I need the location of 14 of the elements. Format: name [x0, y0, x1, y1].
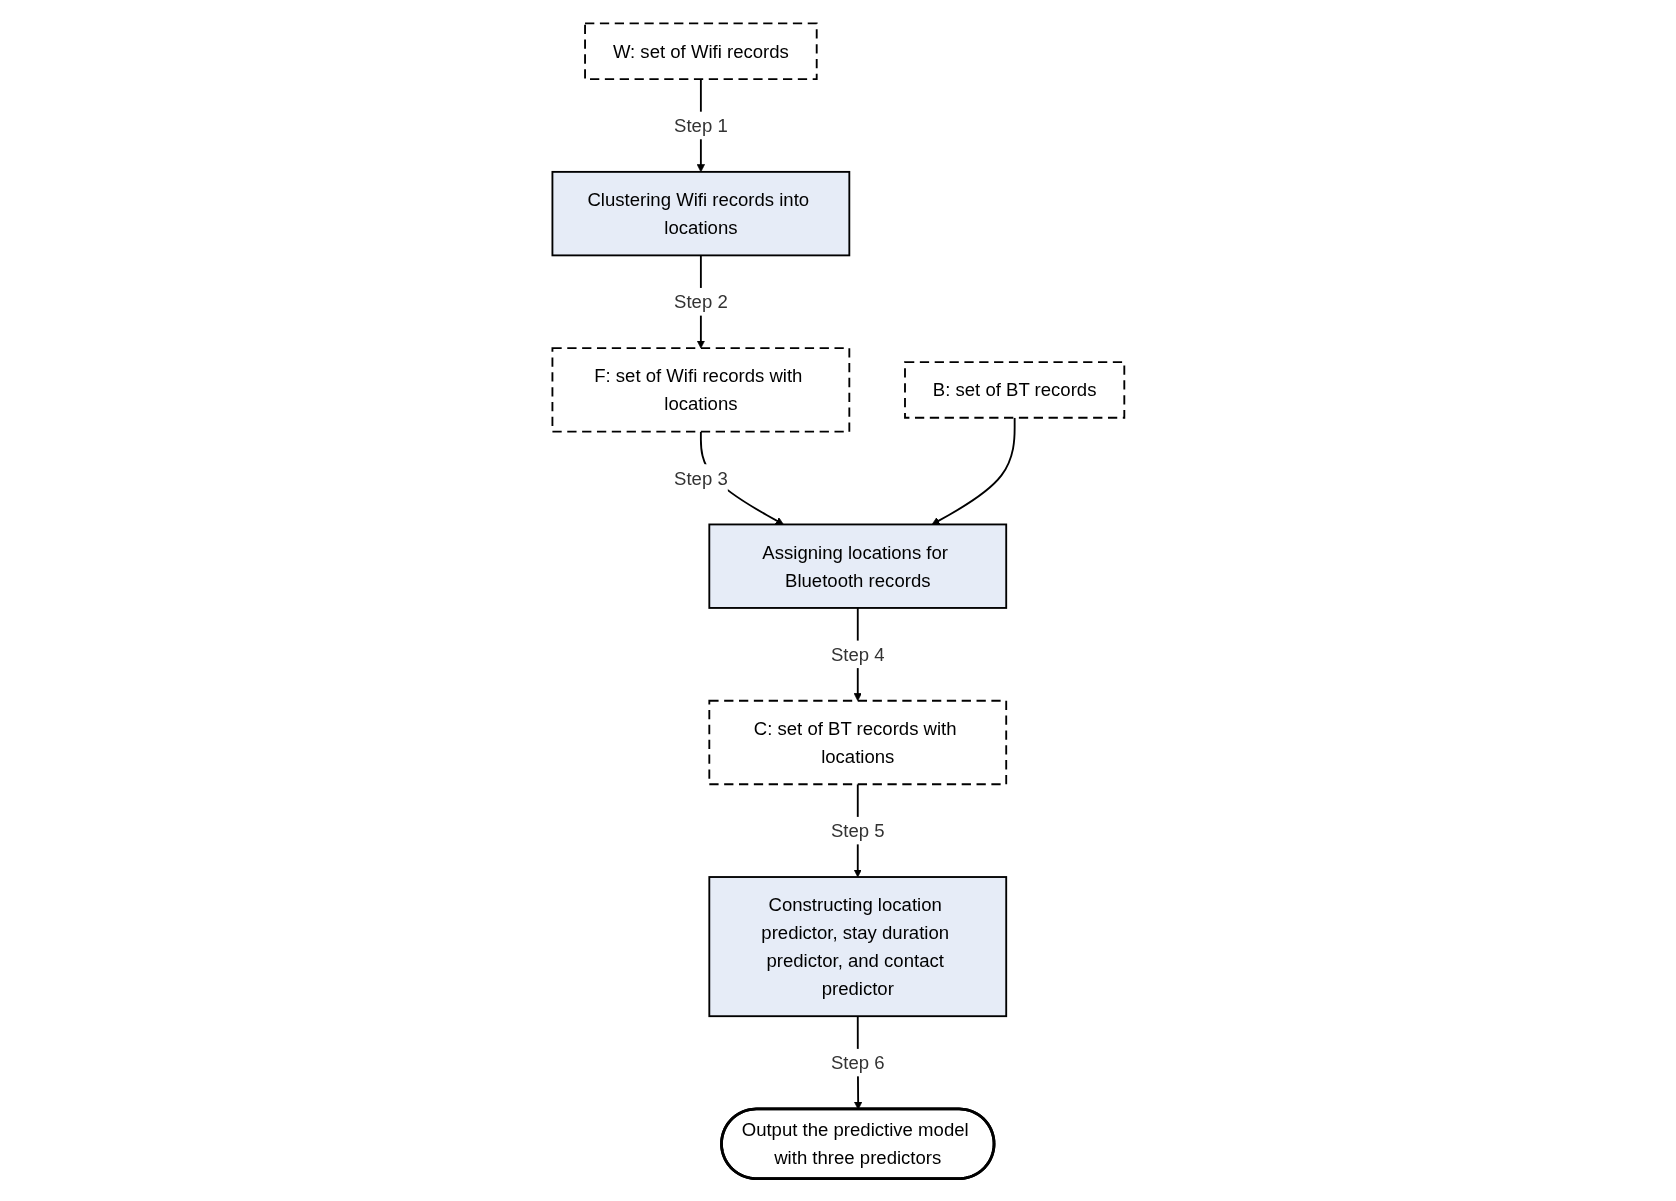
edge-label: Step 2 — [673, 291, 728, 312]
node-box: B: set of BT records — [903, 360, 1125, 419]
node-box: F: set of Wifi records with locations — [551, 346, 850, 433]
node-box: Assigning locations for Bluetooth records — [708, 523, 1007, 609]
edge-label: Step 4 — [830, 643, 885, 665]
edge-label: Step 5 — [830, 819, 885, 841]
edge-label: Step 6 — [830, 1051, 885, 1073]
node-box: Constructing location predictor, stay duration predictor, and contact predictor — [708, 875, 1007, 1017]
node-box: W: set of Wifi records — [583, 22, 818, 80]
node-box: Clustering Wifi records into locations — [551, 170, 850, 256]
node-box: C: set of BT records with locations — [708, 699, 1007, 785]
edge-label: Step 1 — [673, 114, 728, 136]
arrow — [931, 416, 1016, 525]
edge-label: Step 3 — [673, 467, 728, 488]
